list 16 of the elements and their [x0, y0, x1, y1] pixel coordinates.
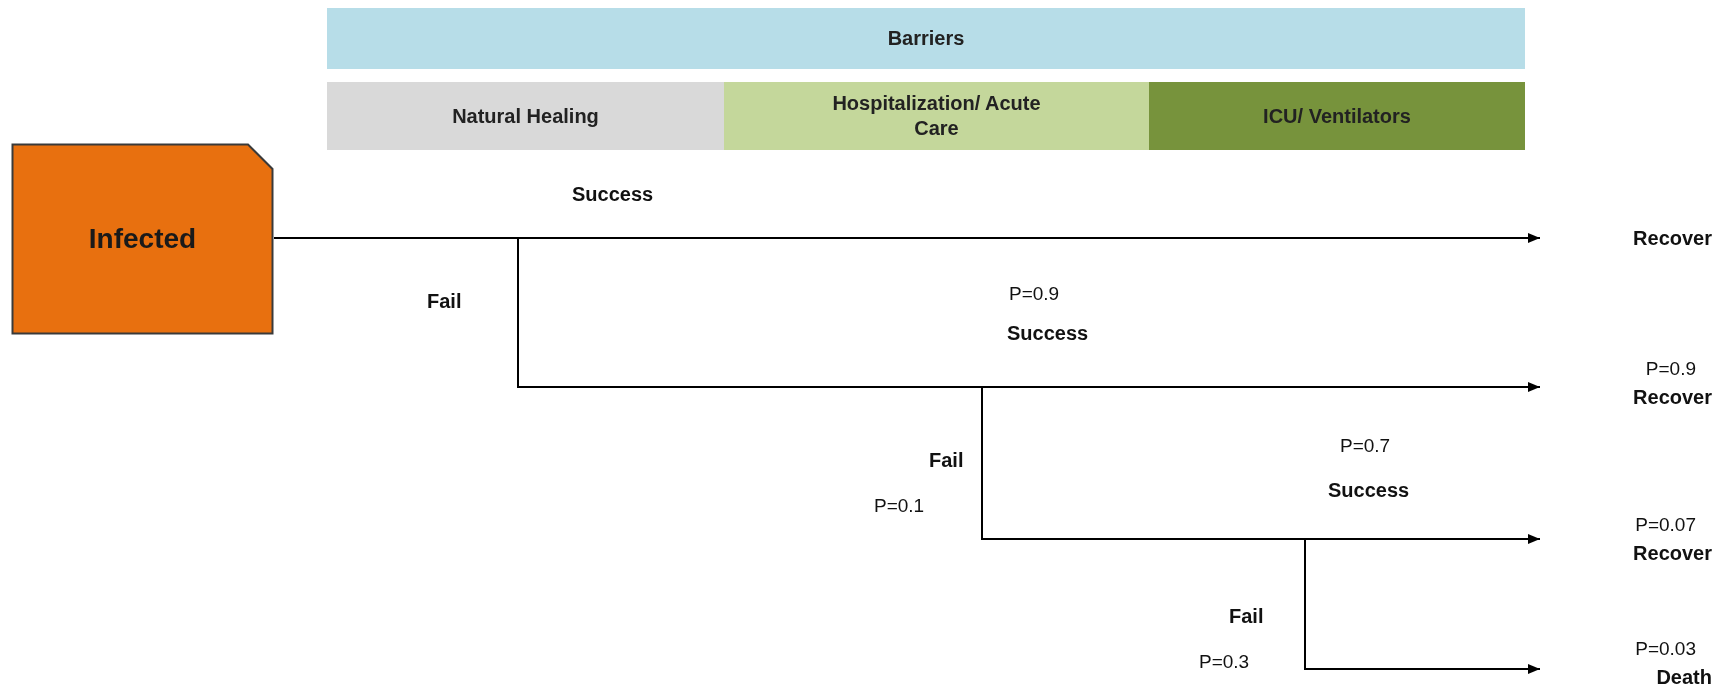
band-title: Hospitalization/ Acute Care	[831, 91, 1042, 141]
outcome-label: Recover	[1633, 385, 1713, 409]
stage-band	[327, 8, 1525, 69]
probability-label: P=0.07	[1635, 514, 1696, 536]
stage-band	[1149, 82, 1525, 150]
stage-band	[327, 82, 724, 150]
probability-label: P=0.03	[1635, 638, 1696, 660]
outcome-label: Recover	[1633, 541, 1713, 565]
band-title: ICU/ Ventilators	[1262, 103, 1412, 129]
probability-label: P=0.9	[1645, 358, 1696, 380]
start-label: Infected	[88, 223, 197, 255]
stage-band	[724, 82, 1149, 150]
outcome-label: Recover	[1633, 226, 1713, 250]
outcome-label: Death	[1656, 665, 1713, 689]
band-title: Barriers	[886, 26, 966, 51]
band-title: Natural Healing	[451, 103, 600, 129]
